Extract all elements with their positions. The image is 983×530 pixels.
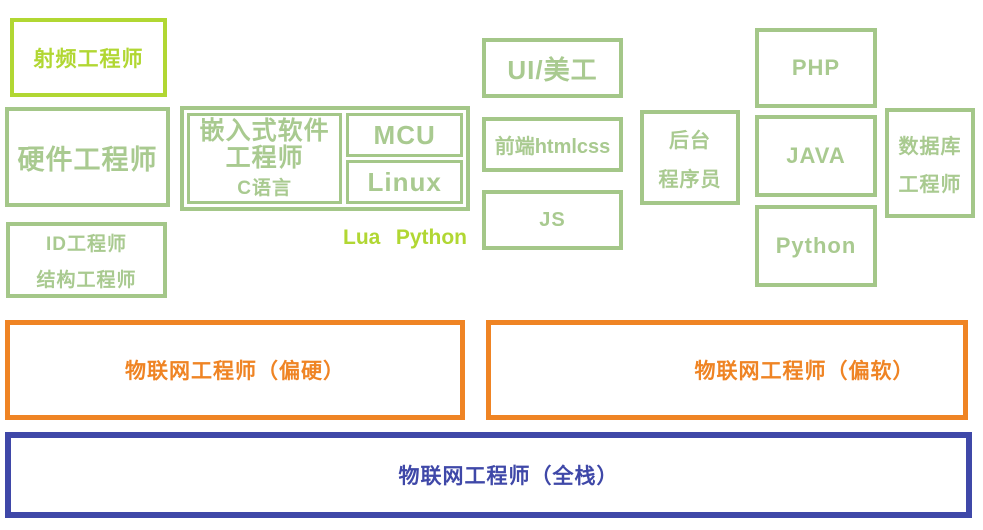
database-engineer-box: 数据库 工程师 (885, 108, 975, 218)
backend-label-line1: 后台 (669, 129, 711, 152)
python-script-label: Python (395, 226, 467, 249)
frontend-box: 前端htmlcss (482, 117, 623, 172)
rf-engineer-box: 射频工程师 (10, 18, 167, 97)
embedded-group-box: 嵌入式软件 工程师 C语言 MCU Linux (180, 106, 470, 211)
hardware-engineer-label: 硬件工程师 (17, 144, 158, 175)
java-label: JAVA (786, 143, 846, 168)
iot-engineer-fullstack-band: 物联网工程师（全栈） (5, 432, 972, 518)
embedded-platforms-column: MCU Linux (346, 113, 463, 204)
frontend-label: 前端htmlcss (494, 136, 611, 158)
database-label-line2: 工程师 (898, 173, 962, 196)
linux-label: Linux (367, 166, 442, 197)
iot-engineer-fullstack-label: 物联网工程师（全栈） (398, 465, 619, 488)
embedded-software-engineer-box: 嵌入式软件 工程师 C语言 (187, 113, 343, 204)
python-label: Python (775, 233, 857, 258)
python-box: Python (755, 205, 877, 287)
c-language-label: C语言 (237, 177, 293, 199)
java-box: JAVA (755, 115, 877, 197)
linux-box: Linux (346, 160, 463, 204)
rf-engineer-label: 射频工程师 (33, 47, 144, 71)
php-box: PHP (755, 28, 877, 108)
ui-artist-label: UI/美工 (507, 54, 598, 85)
hardware-engineer-box: 硬件工程师 (5, 107, 170, 207)
js-label: JS (539, 208, 566, 231)
iot-engineer-software-band: 物联网工程师（偏软） (486, 320, 968, 420)
structure-engineer-label: 结构工程师 (36, 269, 137, 291)
database-label-line1: 数据库 (898, 135, 962, 158)
iot-engineer-software-label: 物联网工程师（偏软） (694, 360, 915, 383)
embedded-title-line1: 嵌入式软件 (199, 116, 330, 145)
iot-engineer-hardware-band: 物联网工程师（偏硬） (5, 320, 465, 420)
mcu-label: MCU (373, 119, 436, 150)
mcu-box: MCU (346, 113, 463, 157)
id-engineer-label: ID工程师 (45, 233, 127, 255)
lua-label: Lua (343, 226, 381, 249)
php-label: PHP (791, 55, 841, 80)
embedded-title-line2: 工程师 (225, 143, 304, 172)
scripting-languages-label: Lua Python (343, 226, 467, 250)
backend-programmer-box: 后台 程序员 (640, 110, 740, 205)
id-structure-engineer-box: ID工程师 结构工程师 (6, 222, 167, 298)
js-box: JS (482, 190, 623, 250)
iot-engineer-hardware-label: 物联网工程师（偏硬） (125, 360, 345, 383)
ui-artist-box: UI/美工 (482, 38, 623, 98)
backend-label-line2: 程序员 (658, 168, 722, 191)
